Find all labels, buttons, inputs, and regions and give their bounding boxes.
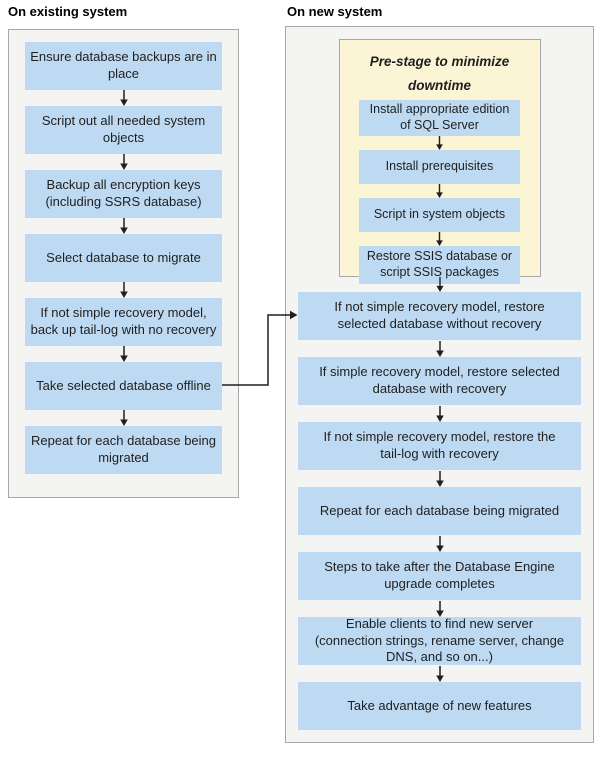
right-column-title: On new system <box>287 4 383 19</box>
existing-system-panel: Ensure database backups are in place Scr… <box>8 29 239 498</box>
down-arrow-icon <box>434 470 446 487</box>
down-arrow-icon <box>118 154 130 170</box>
box-restore-without-recovery: If not simple recovery model, restore se… <box>298 292 581 340</box>
box-repeat-each-database-right: Repeat for each database being migrated <box>298 487 581 535</box>
down-arrow-icon <box>118 90 130 106</box>
down-arrow-icon <box>118 282 130 298</box>
box-script-in-objects: Script in system objects <box>359 198 520 232</box>
prestage-group: Pre-stage to minimize downtime Install a… <box>338 39 541 284</box>
down-arrow-icon <box>434 600 446 617</box>
box-ensure-backups: Ensure database backups are in place <box>25 42 222 90</box>
box-restore-taillog-recovery: If not simple recovery model, restore th… <box>298 422 581 470</box>
box-post-upgrade-steps: Steps to take after the Database Engine … <box>298 552 581 600</box>
down-arrow-icon <box>434 184 445 198</box>
box-script-out-objects: Script out all needed system objects <box>25 106 222 154</box>
down-arrow-icon <box>118 218 130 234</box>
box-taillog-no-recovery: If not simple recovery model, back up ta… <box>25 298 222 346</box>
down-arrow-icon <box>434 277 446 292</box>
left-column-title: On existing system <box>8 4 128 19</box>
new-system-panel: Pre-stage to minimize downtime Install a… <box>285 26 594 743</box>
down-arrow-icon <box>434 136 445 150</box>
prestage-title: Pre-stage to minimize downtime <box>369 54 510 93</box>
box-install-prerequisites: Install prerequisites <box>359 150 520 184</box>
box-repeat-each-database-left: Repeat for each database being migrated <box>25 426 222 474</box>
box-backup-encryption-keys: Backup all encryption keys (including SS… <box>25 170 222 218</box>
box-enable-clients: Enable clients to find new server (conne… <box>298 616 581 665</box>
box-take-database-offline: Take selected database offline <box>25 362 222 410</box>
down-arrow-icon <box>434 232 445 246</box>
box-new-features: Take advantage of new features <box>298 682 581 730</box>
box-restore-ssis: Restore SSIS database or script SSIS pac… <box>359 246 520 284</box>
down-arrow-icon <box>434 535 446 552</box>
down-arrow-icon <box>118 346 130 362</box>
down-arrow-icon <box>434 405 446 422</box>
down-arrow-icon <box>434 340 446 357</box>
box-restore-with-recovery: If simple recovery model, restore select… <box>298 357 581 405</box>
down-arrow-icon <box>434 665 446 682</box>
down-arrow-icon <box>118 410 130 426</box>
box-select-database: Select database to migrate <box>25 234 222 282</box>
box-install-sql-server: Install appropriate edition of SQL Serve… <box>359 100 520 136</box>
